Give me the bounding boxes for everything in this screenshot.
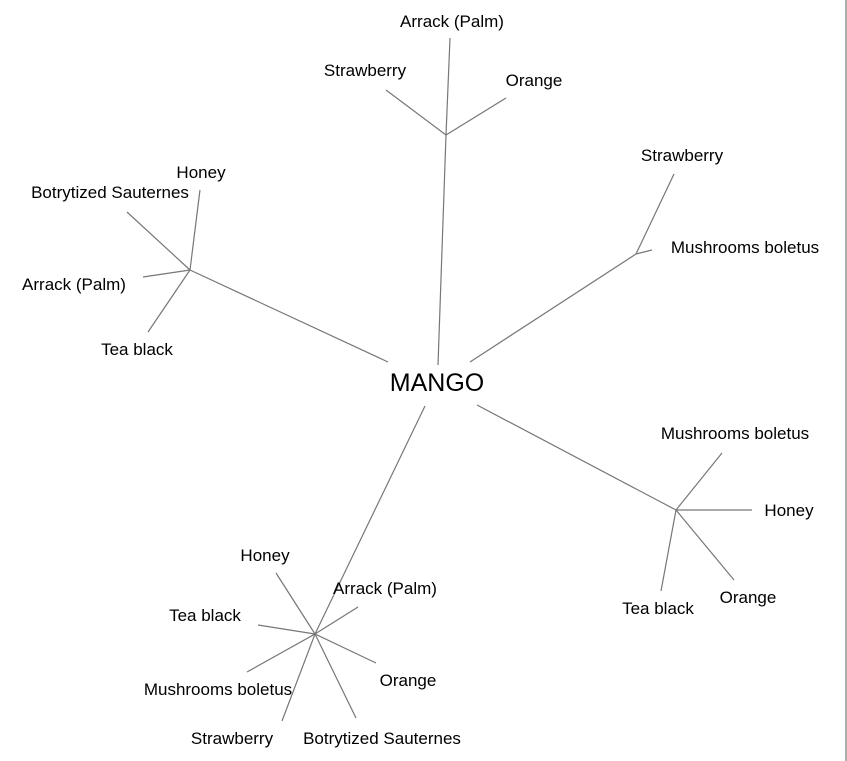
edge — [675, 509, 735, 581]
edge — [314, 606, 359, 635]
edge — [660, 509, 677, 592]
edge — [189, 189, 201, 271]
edge — [675, 452, 723, 511]
leaf-label[interactable]: Orange — [720, 588, 777, 607]
edge — [476, 404, 677, 511]
leaf-label[interactable]: Arrack (Palm) — [22, 275, 126, 294]
leaf-label[interactable]: Strawberry — [191, 729, 274, 748]
leaf-label[interactable]: Arrack (Palm) — [400, 12, 504, 31]
edge — [275, 572, 316, 635]
leaf-label[interactable]: Tea black — [169, 606, 241, 625]
leaf-label[interactable]: Orange — [506, 71, 563, 90]
edge — [314, 405, 426, 635]
edge — [445, 97, 507, 136]
leaf-label[interactable]: Honey — [764, 501, 814, 520]
leaf-label[interactable]: Honey — [240, 546, 290, 565]
edge — [635, 249, 653, 255]
edge — [246, 633, 316, 673]
edge — [469, 253, 637, 363]
branch-up: Arrack (Palm) Strawberry Orange — [324, 12, 563, 366]
leaf-label[interactable]: Tea black — [101, 340, 173, 359]
edge — [281, 633, 316, 722]
edge — [385, 89, 447, 136]
edge — [635, 173, 675, 255]
branch-right-down: Mushrooms boletus Honey Orange Tea black — [476, 404, 814, 618]
edge — [257, 624, 316, 635]
leaf-label[interactable]: Botrytized Sauternes — [303, 729, 461, 748]
root-node-label[interactable]: MANGO — [390, 369, 484, 397]
branch-down: Honey Arrack (Palm) Tea black Mushrooms … — [144, 405, 461, 748]
edge — [142, 269, 191, 278]
branch-right-up: Strawberry Mushrooms boletus — [469, 146, 819, 363]
leaf-label[interactable]: Mushrooms boletus — [144, 680, 292, 699]
edge — [126, 211, 191, 271]
edge — [445, 37, 451, 136]
edge — [314, 633, 377, 664]
edge — [147, 269, 191, 333]
edge — [189, 269, 389, 363]
edge — [437, 134, 447, 366]
leaf-label[interactable]: Orange — [380, 671, 437, 690]
leaf-label[interactable]: Tea black — [622, 599, 694, 618]
leaf-label[interactable]: Botrytized Sauternes — [31, 183, 189, 202]
leaf-label[interactable]: Mushrooms boletus — [671, 238, 819, 257]
leaf-label[interactable]: Arrack (Palm) — [333, 579, 437, 598]
leaf-label[interactable]: Mushrooms boletus — [661, 424, 809, 443]
leaf-label[interactable]: Honey — [176, 163, 226, 182]
leaf-label[interactable]: Strawberry — [324, 61, 407, 80]
leaf-label[interactable]: Strawberry — [641, 146, 724, 165]
edge — [314, 633, 357, 719]
branch-left: Honey Botrytized Sauternes Arrack (Palm)… — [22, 163, 389, 363]
